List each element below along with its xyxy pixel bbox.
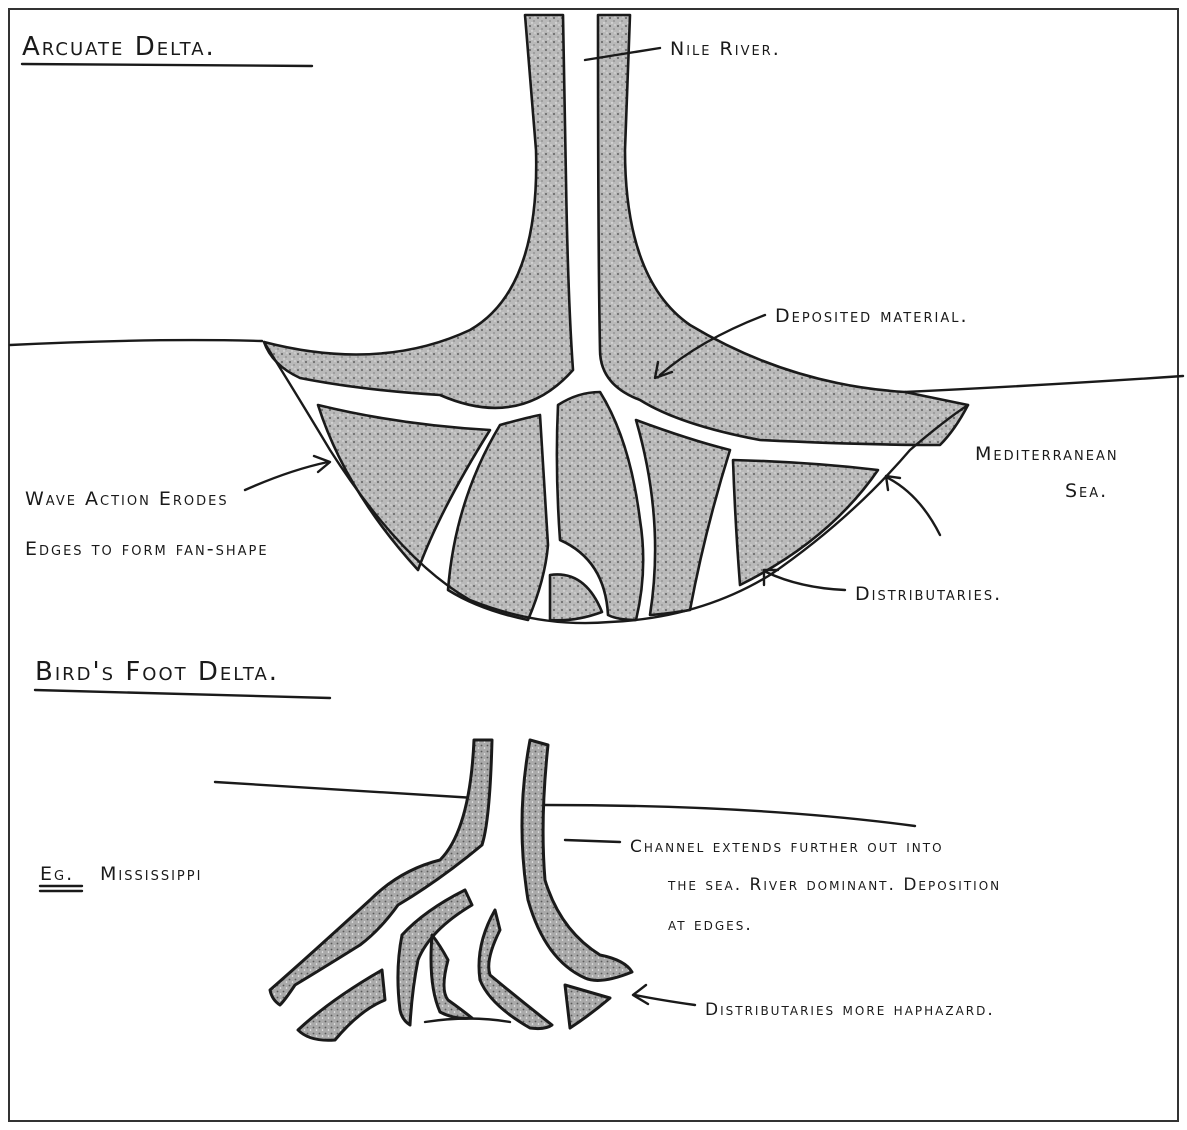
wave-arrow <box>245 462 328 490</box>
distributaries-arrow <box>766 572 845 590</box>
nile-river-label: Nile River. <box>670 38 781 60</box>
wave-action-label-1: Wave Action Erodes <box>25 488 229 510</box>
arcuate-title: Arcuate Delta. <box>22 32 216 62</box>
example-prefix: Eg. <box>40 863 74 885</box>
birdsfoot-coastline-left <box>215 782 475 798</box>
channel-label-1: Channel extends further out into <box>630 837 944 857</box>
arcuate-coastline-right <box>905 376 1183 392</box>
channel-label-2: the sea. River dominant. Deposition <box>667 875 1001 895</box>
channel-label-3: at edges. <box>668 915 753 935</box>
arcuate-delta: Arcuate Delta. Nile River. Deposite <box>10 15 1183 623</box>
birdsfoot-finger-5 <box>565 985 610 1028</box>
birdsfoot-right-bank <box>522 740 632 980</box>
arcuate-sector-4 <box>550 574 602 620</box>
distributaries-haphazard-label: Distributaries more haphazard. <box>705 1000 995 1020</box>
birdsfoot-left-bank <box>270 740 492 1005</box>
mediterranean-arrow <box>888 478 940 535</box>
birdsfoot-finger-1 <box>298 970 385 1040</box>
birdsfoot-shoal <box>425 1019 510 1023</box>
distributaries-haphazard-arrowhead <box>633 985 648 1004</box>
mediterranean-label-1: Mediterranean <box>975 443 1119 465</box>
arcuate-sector-5 <box>636 420 730 615</box>
birdsfoot-delta: Bird's Foot Delta. Eg. Mississippi Chann… <box>35 657 1001 1040</box>
arcuate-coastline-left <box>10 340 262 345</box>
wave-action-label-2: Edges to form fan-shape <box>25 538 269 560</box>
arcuate-left-bank <box>264 15 573 408</box>
birdsfoot-coastline-right <box>545 805 915 826</box>
channel-arrow <box>565 840 620 842</box>
arcuate-right-bank <box>598 15 968 445</box>
birdsfoot-title: Bird's Foot Delta. <box>35 657 279 687</box>
birdsfoot-finger-3 <box>431 935 472 1018</box>
arcuate-title-underline <box>22 64 312 66</box>
example-mississippi: Mississippi <box>100 863 202 885</box>
example-underline <box>40 886 82 891</box>
distributaries-label: Distributaries. <box>855 583 1002 605</box>
distributaries-haphazard-arrow <box>635 995 695 1005</box>
deposited-material-label: Deposited material. <box>775 305 969 327</box>
mediterranean-label-2: Sea. <box>1065 480 1108 502</box>
birdsfoot-title-underline <box>35 690 330 698</box>
arcuate-sector-6 <box>733 460 878 585</box>
